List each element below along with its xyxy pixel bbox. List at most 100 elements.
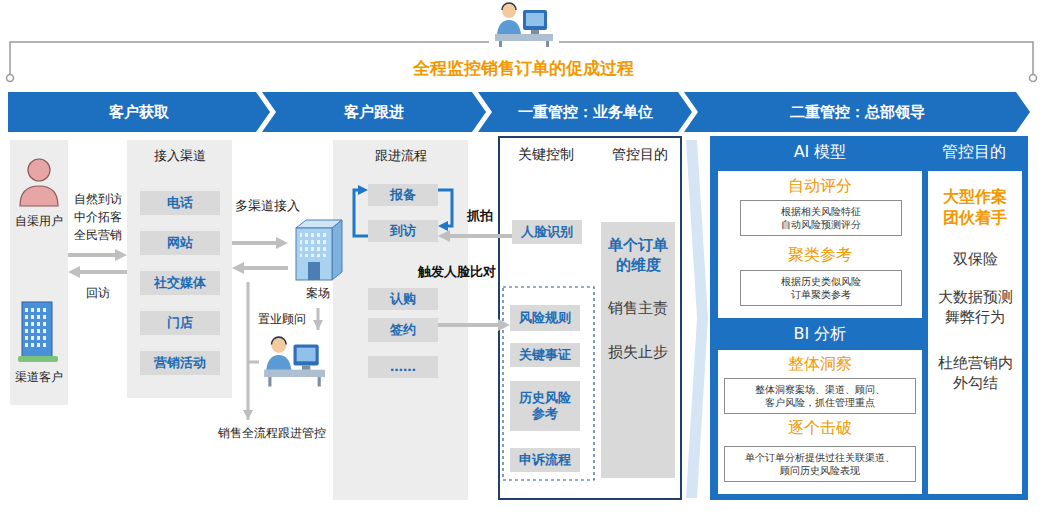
- node-text: 客户跟进: [344, 103, 404, 122]
- text-holder: 逐个击破: [718, 418, 922, 438]
- desc-box: 根据历史类似风险 订单聚类参考: [740, 270, 902, 306]
- bi-analysis-box: 整体洞察案场、渠道、顾问、 客户风险，抓住管理重点单个订单分析提供过往关联渠道、…: [718, 350, 922, 494]
- text-holder: BI 分析: [718, 324, 922, 344]
- label-holder: 自然到访 中介拓客 全民营销: [70, 190, 126, 244]
- top-bracket: [10, 42, 1033, 74]
- operator-icon: [489, 0, 559, 48]
- channel-building-icon: [18, 302, 58, 362]
- text-holder: 杜绝营销内 外勾结: [930, 353, 1020, 394]
- channel-building-icon: [18, 356, 58, 362]
- stage-band: 一重管控：业务单位: [478, 92, 692, 132]
- node-text: 案场: [288, 286, 348, 301]
- node-text: 到访: [390, 223, 416, 239]
- connector-arrow: [240, 266, 288, 270]
- edge-label: 自然到访 中介拓客 全民营销: [70, 190, 126, 244]
- stage-band: 客户获取: [8, 92, 270, 132]
- node-text: 损失止步: [601, 342, 675, 362]
- consultant-icon: [294, 345, 319, 366]
- operator-icon: [495, 34, 553, 41]
- node-text: 二重管控：总部领导: [790, 103, 925, 122]
- ai-model-box: 根据相关风险特征 自动风险预测评分根据历史类似风险 订单聚类参考 自动评分聚类参考: [718, 171, 922, 318]
- consultant-icon: [271, 337, 286, 344]
- step-box: 报备: [368, 184, 438, 206]
- purpose-column: 单个订单的维度销售主责损失止步: [601, 222, 675, 478]
- operator-icon: [499, 41, 502, 47]
- followup-panel: 报备到访认购签约……跟进流程: [333, 140, 468, 500]
- connector-arrow: [446, 234, 512, 238]
- text-holder: 大数据预测 舞弊行为: [930, 287, 1020, 328]
- text-holder: 管控目的: [924, 142, 1024, 162]
- edge-label: 抓拍: [460, 208, 500, 224]
- label-holder: 销售全流程跟进管控: [214, 426, 330, 441]
- step-box: ……: [368, 356, 438, 378]
- node-text: 网站: [167, 235, 193, 251]
- node-text: 根据历史类似风险 订单聚类参考: [761, 275, 881, 301]
- node-text: 杜绝营销内 外勾结: [930, 353, 1020, 394]
- label-holder: 多渠道接入: [227, 198, 307, 214]
- annotation-label: 触发人脸比对: [412, 264, 502, 280]
- node-text: 聚类参考: [718, 245, 922, 265]
- leader-line: [248, 361, 259, 364]
- hq-control-panel: 根据相关风险特征 自动风险预测评分根据历史类似风险 订单聚类参考 自动评分聚类参考…: [710, 136, 1028, 500]
- text-holder: 自渠用户: [10, 214, 68, 229]
- operator-icon: [497, 20, 521, 34]
- desc-box: 整体洞察案场、渠道、顾问、 客户风险，抓住管理重点: [724, 378, 916, 414]
- chevron-fill: [8, 92, 270, 132]
- channel-panel: 电话网站社交媒体门店营销活动接入渠道: [127, 140, 232, 398]
- text-holder: 渠道客户: [10, 370, 68, 385]
- node-text: 一重管控：业务单位: [518, 103, 653, 122]
- text-holder: 整体洞察: [718, 354, 922, 374]
- channel-box: 社交媒体: [140, 271, 220, 295]
- consultant-icon: [271, 338, 286, 353]
- node-text: ……: [390, 359, 416, 375]
- node-text: BI 分析: [718, 324, 922, 344]
- desc-box: 根据相关风险特征 自动风险预测评分: [740, 200, 902, 236]
- connector-arrow: [232, 241, 280, 245]
- node-text: 客户获取: [109, 103, 169, 122]
- sales-office-icon: [296, 228, 332, 280]
- operator-icon: [489, 0, 559, 48]
- node-text: 自动评分: [718, 176, 922, 196]
- node-text: 风险规则: [519, 310, 571, 326]
- label-holder: 置业顾问: [252, 312, 312, 327]
- leader-line: [317, 308, 320, 330]
- desc-box: 单个订单分析提供过往关联渠道、 顾问历史风险表现: [724, 446, 916, 482]
- sales-office-icon: [332, 220, 342, 280]
- text-holder: 跟进流程: [333, 148, 468, 164]
- sales-office-icon: [308, 262, 320, 280]
- stage-band: 客户跟进: [262, 92, 486, 132]
- annotation-label: 置业顾问: [252, 312, 312, 327]
- leader-line: [248, 282, 318, 420]
- node-text: 双保险: [930, 249, 1020, 269]
- leader-line: [247, 282, 250, 420]
- channel-box: 门店: [140, 311, 220, 335]
- step-box: 认购: [368, 288, 438, 310]
- user-icon: [20, 159, 58, 206]
- customer-panel: 自渠用户渠道客户: [10, 140, 68, 405]
- node-text: 大型作案 团伙着手: [930, 187, 1020, 229]
- consultant-icon: [266, 355, 291, 370]
- consultant-icon: [302, 366, 310, 370]
- connector-arrow: [354, 190, 368, 236]
- node-text: 接入渠道: [127, 148, 232, 164]
- control-box: 关键事证: [510, 343, 580, 367]
- annotation-label: 销售全流程跟进管控: [214, 426, 330, 441]
- text-holder: AI 模型: [718, 142, 922, 162]
- dashed-group-box: [503, 287, 594, 480]
- operator-icon: [531, 30, 539, 34]
- text-holder: 关键控制: [506, 146, 586, 164]
- operator-icon: [502, 4, 516, 18]
- consultant-icon: [264, 370, 325, 377]
- node-text: 人脸识别: [521, 224, 573, 240]
- stage-band: 二重管控：总部领导: [684, 92, 1030, 132]
- chevron-fill: [262, 92, 486, 132]
- connector-arrow: [76, 270, 127, 274]
- label-holder: 触发人脸比对: [412, 264, 502, 280]
- node-text: 门店: [167, 315, 193, 331]
- node-text: 销售主责: [601, 298, 675, 318]
- text-holder: 接入渠道: [127, 148, 232, 164]
- node-text: 营销活动: [154, 355, 206, 371]
- sales-office-icon: [296, 220, 342, 280]
